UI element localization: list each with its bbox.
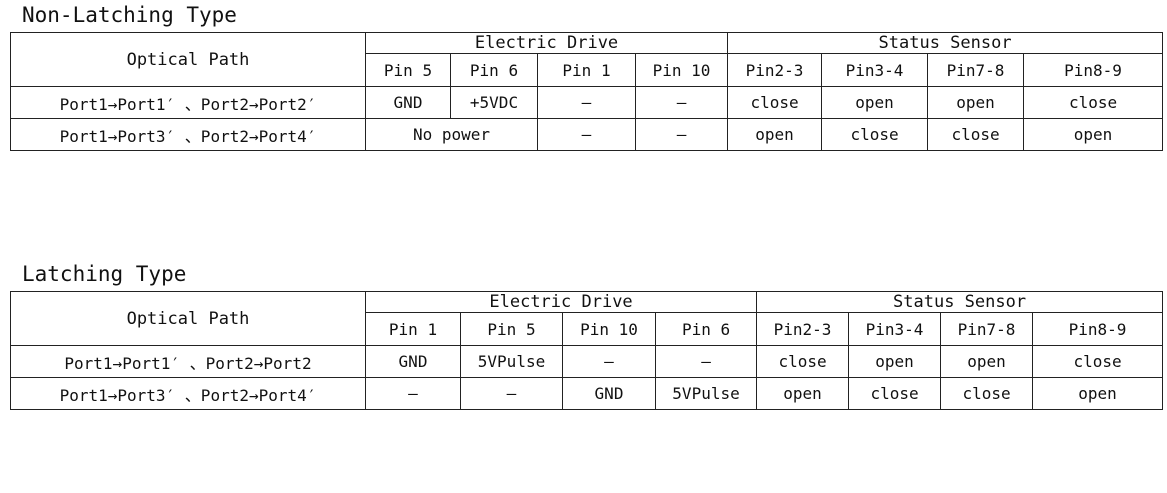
table-row: Port1→Port1′ 、Port2→Port2′ GND +5VDC – –… <box>10 86 1164 119</box>
section-title-latching: Latching Type <box>22 262 187 286</box>
status-sensor-header: Status Sensor <box>727 32 1164 54</box>
drive-cell: GND <box>365 345 461 378</box>
pin-header-row: Pin 1 Pin 5 Pin 10 Pin 6 Pin2-3 Pin3-4 P… <box>11 312 1164 346</box>
optical-path-header: Optical Path <box>10 291 366 346</box>
table-row: Port1→Port1′ 、Port2→Port2 GND 5VPulse – … <box>10 345 1164 378</box>
sensor-pin-header: Pin7-8 <box>940 312 1034 346</box>
drive-cell: – <box>537 118 636 151</box>
sensor-cell: close <box>940 377 1034 410</box>
sensor-cell: close <box>1032 345 1164 378</box>
drive-cell: – <box>634 86 729 119</box>
drive-cell: – <box>562 345 656 378</box>
drive-pin-header: Pin 10 <box>562 312 656 346</box>
drive-cell: – <box>537 86 636 119</box>
optical-path-cell: Port1→Port3′ 、Port2→Port4′ <box>10 118 366 151</box>
sensor-cell: close <box>727 86 823 119</box>
sensor-pin-header: Pin3-4 <box>821 53 929 87</box>
sensor-cell: open <box>940 345 1034 378</box>
latching-table: Optical Path Electric Drive Status Senso… <box>10 291 1164 410</box>
optical-path-cell: Port1→Port3′ 、Port2→Port4′ <box>10 377 366 410</box>
sensor-pin-header: Pin8-9 <box>1023 53 1164 87</box>
table-row: Port1→Port3′ 、Port2→Port4′ – – GND 5VPul… <box>10 377 1164 410</box>
drive-cell: GND <box>562 377 656 410</box>
drive-cell: – <box>634 118 729 151</box>
drive-cell: – <box>460 377 563 410</box>
sensor-pin-header: Pin8-9 <box>1032 312 1164 346</box>
drive-cell: +5VDC <box>450 86 538 119</box>
sensor-cell: open <box>727 118 823 151</box>
drive-pin-header: Pin 6 <box>654 312 758 346</box>
sensor-cell: open <box>756 377 850 410</box>
electric-drive-header: Electric Drive <box>364 32 729 54</box>
drive-pin-header: Pin 1 <box>537 53 636 87</box>
sensor-pin-header: Pin3-4 <box>848 312 942 346</box>
sensor-pin-header: Pin7-8 <box>927 53 1025 87</box>
sensor-cell: open <box>1032 377 1164 410</box>
header-row: Optical Path Electric Drive Status Senso… <box>10 32 1164 87</box>
drive-cell: 5VPulse <box>460 345 563 378</box>
electric-drive-header: Electric Drive <box>364 291 758 313</box>
sensor-pin-header: Pin2-3 <box>727 53 823 87</box>
optical-path-cell: Port1→Port1′ 、Port2→Port2′ <box>10 86 366 119</box>
sensor-cell: close <box>927 118 1025 151</box>
sensor-cell: open <box>1023 118 1164 151</box>
sensor-cell: close <box>821 118 929 151</box>
section-title-non-latching: Non-Latching Type <box>22 3 237 27</box>
drive-pin-header: Pin 5 <box>365 53 451 87</box>
pin-header-row: Pin 5 Pin 6 Pin 1 Pin 10 Pin2-3 Pin3-4 P… <box>11 53 1164 87</box>
drive-cell-merged: No power <box>365 118 538 151</box>
sensor-cell: open <box>848 345 942 378</box>
drive-pin-header: Pin 6 <box>450 53 538 87</box>
sensor-cell: open <box>821 86 929 119</box>
optical-path-header: Optical Path <box>10 32 366 87</box>
table-row: Port1→Port3′ 、Port2→Port4′ No power – – … <box>10 118 1164 151</box>
sensor-cell: close <box>756 345 850 378</box>
status-sensor-header: Status Sensor <box>756 291 1164 313</box>
optical-path-cell: Port1→Port1′ 、Port2→Port2 <box>10 345 366 378</box>
sensor-cell: close <box>1023 86 1164 119</box>
drive-cell: – <box>365 377 461 410</box>
sensor-cell: close <box>848 377 942 410</box>
drive-pin-header: Pin 5 <box>460 312 563 346</box>
header-row: Optical Path Electric Drive Status Senso… <box>10 291 1164 346</box>
drive-pin-header: Pin 10 <box>634 53 729 87</box>
drive-cell: GND <box>365 86 451 119</box>
drive-cell: 5VPulse <box>654 377 758 410</box>
non-latching-table: Optical Path Electric Drive Status Senso… <box>10 32 1164 151</box>
sensor-cell: open <box>927 86 1025 119</box>
drive-pin-header: Pin 1 <box>365 312 461 346</box>
drive-cell: – <box>654 345 758 378</box>
sensor-pin-header: Pin2-3 <box>756 312 850 346</box>
